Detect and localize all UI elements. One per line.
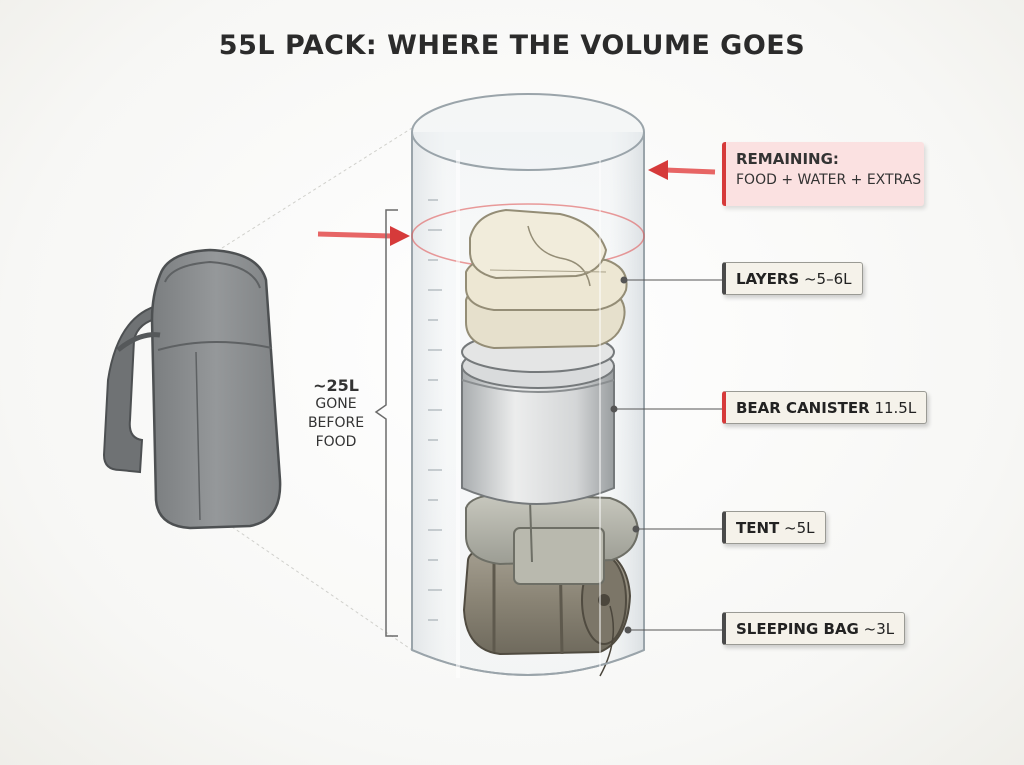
gone-amount: ~25L xyxy=(313,376,359,395)
label-volume: ~3L xyxy=(863,620,895,638)
label-volume: ~5–6L xyxy=(803,270,852,288)
bear-canister-icon xyxy=(461,331,615,505)
label-sleeping-bag: SLEEPING BAG ~3L xyxy=(722,612,906,645)
gone-line-3: FOOD xyxy=(315,434,357,450)
label-volume: ~5L xyxy=(784,519,815,537)
remaining-heading: REMAINING: xyxy=(736,150,839,168)
gone-line-1: GONE xyxy=(315,396,357,412)
label-name: LAYERS xyxy=(736,270,800,288)
gone-line-2: BEFORE xyxy=(307,415,365,431)
label-tent: TENT ~5L xyxy=(722,511,826,544)
label-volume: 11.5L xyxy=(874,399,917,417)
left-red-arrow xyxy=(317,226,410,246)
layers-clothing-icon xyxy=(465,208,628,350)
volume-bracket xyxy=(374,209,398,637)
label-name: BEAR CANISTER xyxy=(736,399,870,417)
label-name: TENT xyxy=(736,519,780,537)
right-red-arrow xyxy=(648,160,716,180)
backpack-icon xyxy=(102,248,282,530)
page-title: 55L PACK: WHERE THE VOLUME GOES xyxy=(218,30,806,61)
label-name: SLEEPING BAG xyxy=(736,620,859,638)
label-layers: LAYERS ~5–6L xyxy=(722,262,863,295)
remaining-detail: FOOD + WATER + EXTRAS xyxy=(736,172,922,188)
gone-before-food-note: ~25L GONE BEFORE FOOD xyxy=(296,376,376,452)
label-bear-canister: BEAR CANISTER 11.5L xyxy=(722,391,928,424)
leader-lines xyxy=(610,276,722,634)
perspective-lines xyxy=(221,127,413,651)
remaining-callout: REMAINING: FOOD + WATER + EXTRAS xyxy=(722,142,924,206)
